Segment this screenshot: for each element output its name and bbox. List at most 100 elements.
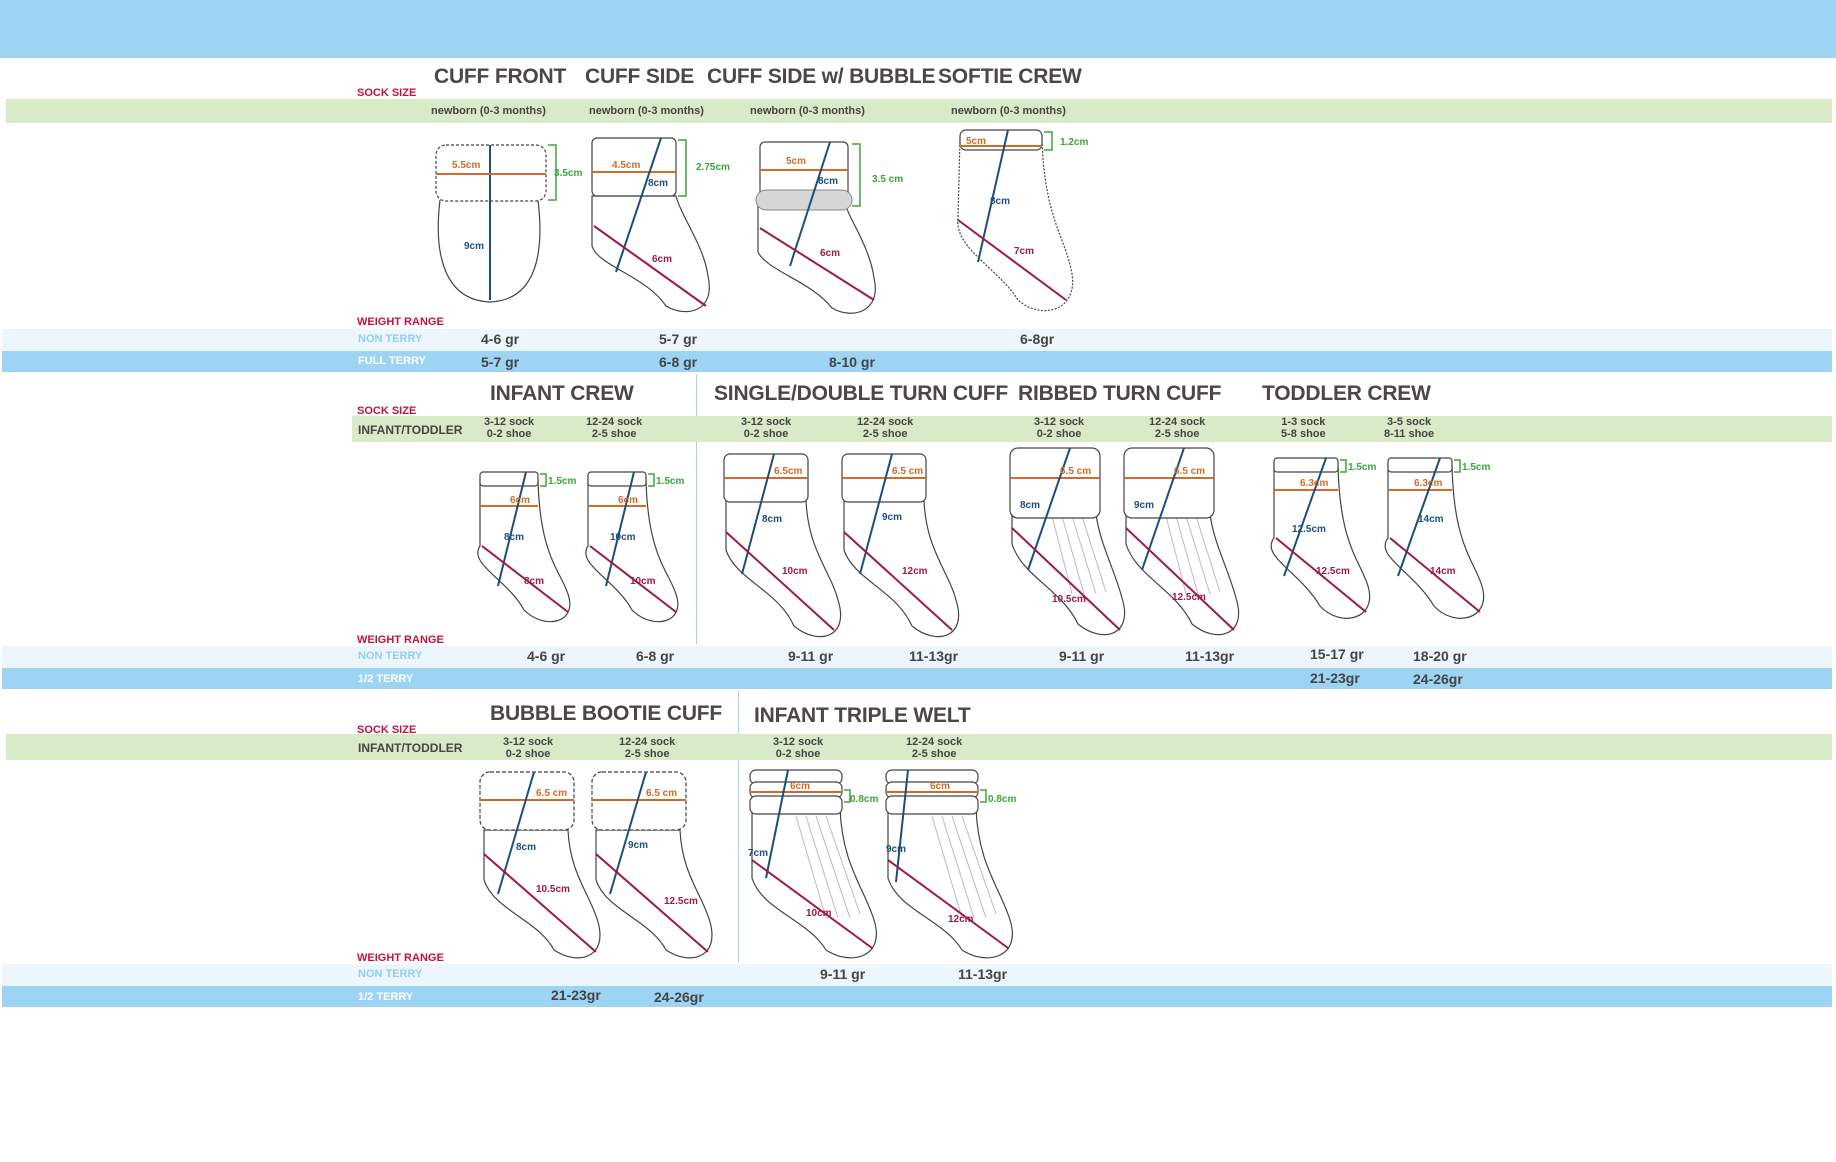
weight-softie-non-terry: 6-8gr	[1020, 331, 1055, 347]
size-band	[352, 416, 1832, 442]
measure-softie-width: 5cm	[966, 136, 986, 147]
title-cuff-side: CUFF SIDE	[585, 65, 695, 88]
size-band	[6, 99, 1832, 123]
measure-width: 6cm	[618, 495, 638, 506]
measure-bubble-width: 5cm	[786, 156, 806, 167]
sock-triple-welt-large-illustration: 6cm 0.8cm 9cm 12cm	[885, 769, 1016, 959]
full-terry-label: FULL TERRY	[358, 355, 426, 367]
sock-cuff-side-illustration: 4.5cm 2.75cm 8cm 6cm	[591, 137, 730, 313]
measure-cuff: 0.8cm	[988, 794, 1016, 805]
measure-length: 12.5cm	[1292, 524, 1326, 535]
weight-half-terry: 24-26gr	[654, 989, 704, 1005]
measure-cuff: 1.5cm	[1348, 462, 1376, 473]
non-terry-band	[2, 329, 1832, 351]
measure-length: 8cm	[1020, 500, 1040, 511]
half-terry-band	[2, 668, 1832, 689]
weight-half-terry: 24-26gr	[1413, 671, 1463, 687]
measure-softie-cuff: 1.2cm	[1060, 137, 1088, 148]
title-ribbed-turn-cuff: RIBBED TURN CUFF	[1018, 382, 1222, 405]
measure-cuff-front-cuff: 3.5cm	[554, 168, 582, 179]
title-triple-welt: INFANT TRIPLE WELT	[754, 704, 971, 727]
header-bar	[0, 0, 1836, 58]
weight-non-terry: 11-13gr	[909, 648, 959, 664]
measure-width: 6.5 cm	[1060, 466, 1091, 477]
measure-cuff-side-width: 4.5cm	[612, 160, 640, 171]
measure-foot: 10cm	[630, 576, 656, 587]
measure-cuff-side-cuff: 2.75cm	[696, 162, 730, 173]
measure-length: 8cm	[504, 532, 524, 543]
title-cuff-side-bubble: CUFF SIDE w/ BUBBLE	[707, 65, 936, 88]
measure-foot: 14cm	[1430, 566, 1456, 577]
non-terry-band	[2, 646, 1832, 668]
infant-toddler-label: INFANT/TODDLER	[358, 741, 463, 755]
measure-cuff: 1.5cm	[1462, 462, 1490, 473]
weight-non-terry: 11-13gr	[1185, 648, 1235, 664]
non-terry-label: NON TERRY	[358, 650, 423, 662]
divider	[696, 374, 697, 644]
sock-toddler-crew-large-illustration: 6.3cm 1.5cm 14cm 14cm	[1384, 457, 1490, 619]
weight-half-terry: 21-23gr	[1310, 670, 1360, 686]
weight-range-label: WEIGHT RANGE	[357, 952, 444, 964]
weight-non-terry: 18-20 gr	[1413, 648, 1467, 664]
sock-turn-cuff-small-illustration: 6.5cm 8cm 10cm	[723, 453, 842, 638]
title-turn-cuff: SINGLE/DOUBLE TURN CUFF	[714, 382, 1009, 405]
sock-bubble-bootie-large-illustration: 6.5 cm 9cm 12.5cm	[591, 771, 713, 959]
sock-turn-cuff-large-illustration: 6.5 cm 9cm 12cm	[841, 453, 960, 638]
measure-length: 9cm	[886, 844, 906, 855]
sock-softie-crew-illustration: 5cm 1.2cm 8cm 7cm	[957, 129, 1088, 312]
sock-toddler-crew-small-illustration: 6.3cm 1.5cm 12.5cm 12.5cm	[1270, 457, 1376, 619]
measure-foot: 10cm	[782, 566, 808, 577]
measure-length: 9cm	[628, 840, 648, 851]
size-band	[6, 734, 1832, 760]
non-terry-band	[2, 964, 1832, 986]
measure-foot: 12.5cm	[1172, 592, 1206, 603]
measure-width: 6.5 cm	[892, 466, 923, 477]
sock-ribbed-turn-cuff-large-illustration: 6.5 cm 9cm 12.5cm	[1123, 447, 1240, 636]
measure-cuff-side-length: 8cm	[648, 178, 668, 189]
sock-cuff-side-bubble-illustration: 5cm 3.5 cm 8cm 6cm	[755, 141, 903, 314]
measure-width: 6cm	[930, 781, 950, 792]
weight-non-terry: 9-11 gr	[788, 648, 834, 664]
measure-cuff-side-foot: 6cm	[652, 254, 672, 265]
measure-length: 7cm	[748, 848, 768, 859]
measure-cuff: 0.8cm	[850, 794, 878, 805]
measure-cuff: 1.5cm	[548, 476, 576, 487]
weight-range-label: WEIGHT RANGE	[357, 634, 444, 646]
weight-non-terry: 9-11 gr	[820, 966, 866, 982]
title-cuff-front: CUFF FRONT	[434, 65, 567, 88]
sock-infant-crew-large-illustration: 6cm 1.5cm 10cm 10cm	[585, 471, 684, 623]
measure-foot: 12.5cm	[664, 896, 698, 907]
measure-foot: 10.5cm	[536, 884, 570, 895]
sock-size-label: SOCK SIZE	[357, 724, 417, 736]
measure-foot: 8cm	[524, 576, 544, 587]
weight-cuff-side-full-terry: 6-8 gr	[659, 354, 698, 370]
sock-size-label: SOCK SIZE	[357, 405, 417, 417]
half-terry-label: 1/2 TERRY	[358, 673, 414, 685]
measure-width: 6.3cm	[1414, 478, 1442, 489]
weight-non-terry: 15-17 gr	[1310, 646, 1364, 662]
weight-non-terry: 9-11 gr	[1059, 648, 1105, 664]
divider	[738, 690, 739, 962]
measure-softie-length: 8cm	[990, 196, 1010, 207]
measure-width: 6cm	[510, 495, 530, 506]
size-cuff-side: newborn (0-3 months)	[589, 105, 704, 117]
measure-foot: 12cm	[948, 914, 974, 925]
measure-length: 14cm	[1418, 514, 1444, 525]
measure-foot: 10cm	[806, 908, 832, 919]
weight-half-terry: 21-23gr	[551, 987, 601, 1003]
sock-ribbed-turn-cuff-small-illustration: 6.5 cm 8cm 10.5cm	[1009, 447, 1126, 636]
non-terry-label: NON TERRY	[358, 968, 423, 980]
sock-infant-crew-small-illustration: 6cm 1.5cm 8cm 8cm	[477, 471, 576, 623]
measure-bubble-length: 8cm	[818, 176, 838, 187]
